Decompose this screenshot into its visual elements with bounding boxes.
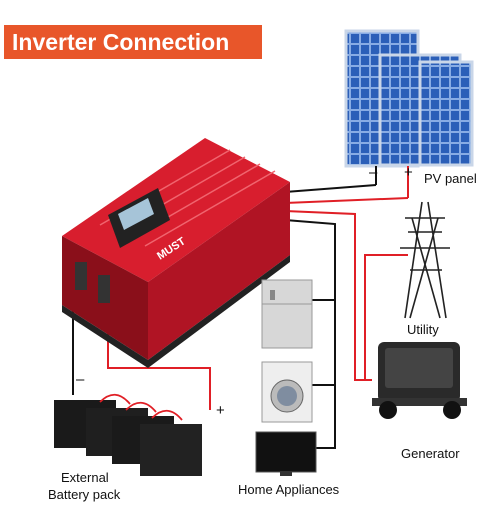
pv-panel-label: PV panel [424,171,477,186]
generator-label: Generator [401,446,460,461]
battery-minus-sign: – [76,371,85,388]
pv-plus-sign: + [404,164,413,181]
utility-wire-red [284,210,372,381]
solar-panel-icon [344,29,474,198]
inverter-icon: MUST [62,138,290,368]
power-tower-icon [400,201,450,319]
refrigerator-icon [261,279,313,349]
pv-minus-sign: – [369,164,378,181]
washing-machine-icon [261,361,313,423]
generator-wire-red [364,254,408,380]
generator-icon [372,342,467,419]
television-icon [255,431,317,476]
battery-icon [54,393,202,476]
battery-plus-sign: + [216,402,225,419]
battery-label-line1: External [61,470,109,485]
pv-positive-wire [284,197,409,204]
pv-negative-wire [284,184,377,193]
utility-label: Utility [407,322,439,337]
home-appliances-label: Home Appliances [238,482,340,497]
page-title: Inverter Connection [4,25,262,59]
battery-label-line2: Battery pack [48,487,121,502]
